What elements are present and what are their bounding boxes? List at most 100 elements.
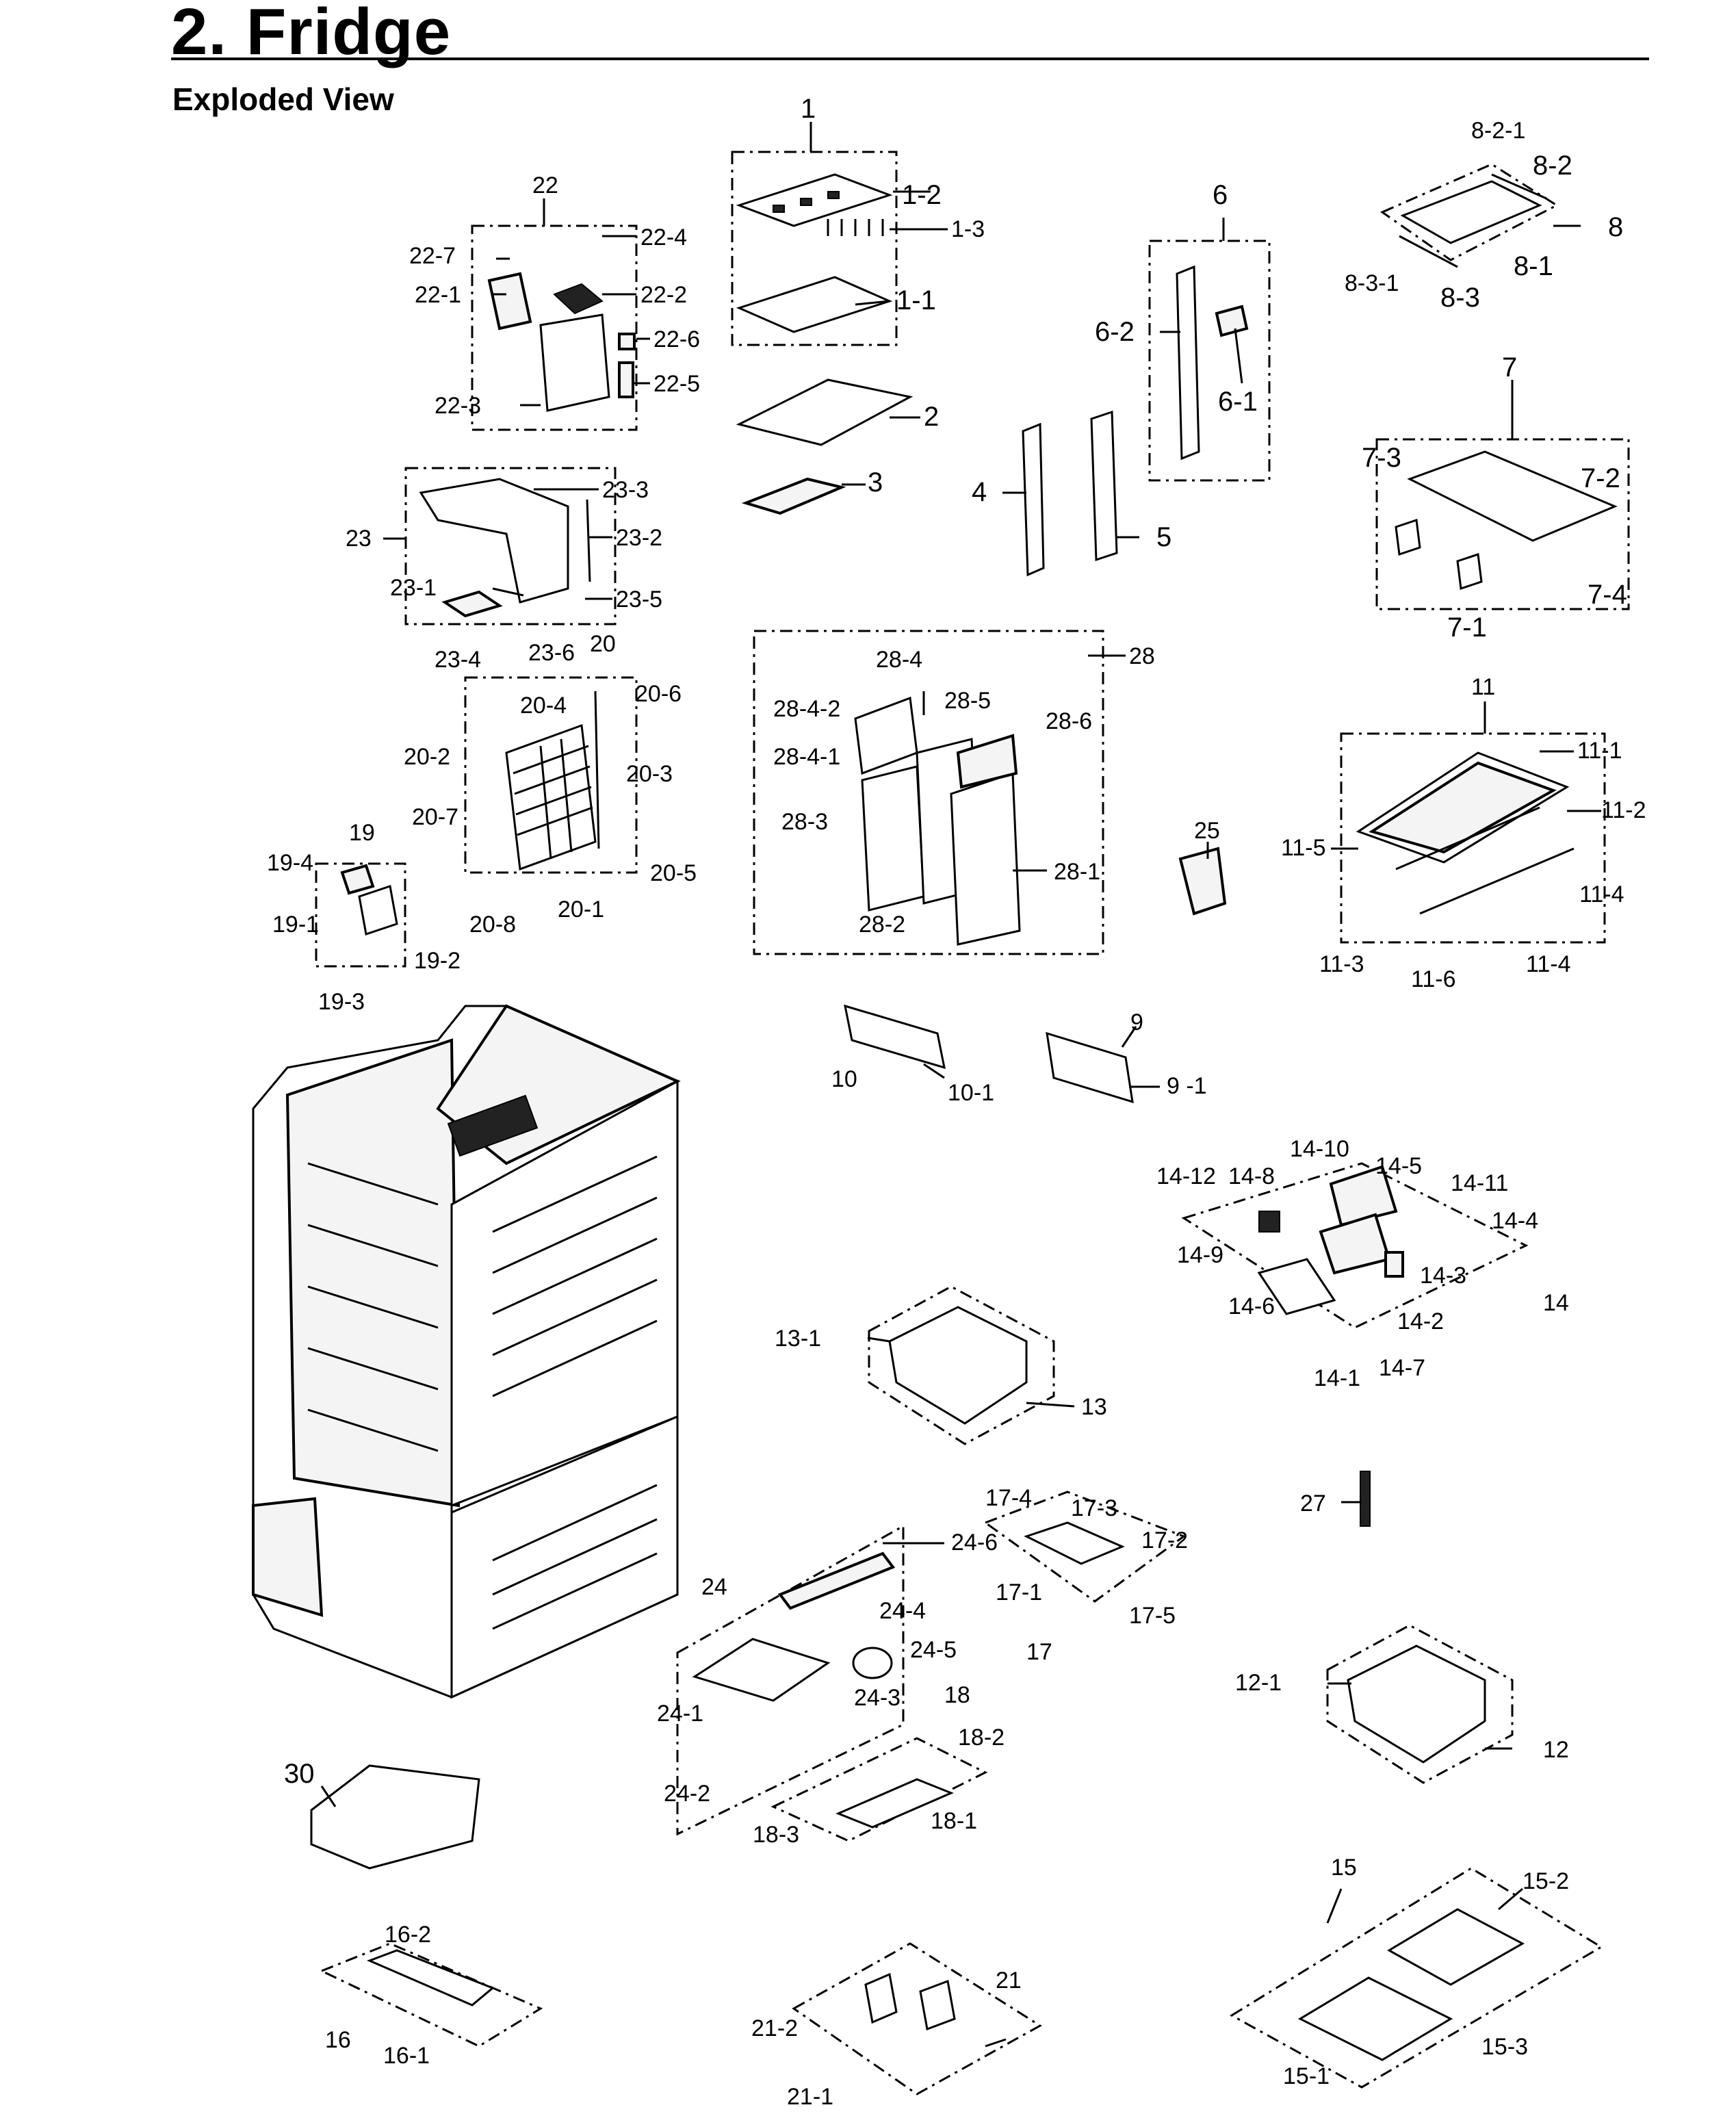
label-21: 21 [996, 1967, 1022, 1994]
label-14-8: 14-8 [1228, 1163, 1275, 1189]
label-17-1: 17-1 [996, 1579, 1042, 1605]
label-10-1: 10-1 [948, 1080, 994, 1106]
label-18: 18 [944, 1682, 970, 1708]
label-11-4a: 11-4 [1579, 881, 1624, 907]
label-8-1: 8-1 [1514, 251, 1553, 281]
label-15-1: 15-1 [1283, 2063, 1330, 2089]
label-14-2: 14-2 [1397, 1308, 1444, 1334]
label-14-11: 14-11 [1451, 1170, 1508, 1196]
label-25: 25 [1194, 818, 1220, 844]
part-group-6 [1148, 240, 1271, 482]
label-9: 9 [1130, 1009, 1143, 1035]
part-group-13 [868, 1285, 1055, 1445]
label-11: 11 [1471, 674, 1495, 700]
leader-lines [320, 122, 1601, 2048]
label-14-6: 14-6 [1228, 1293, 1275, 1319]
label-12-1: 12-1 [1235, 1670, 1282, 1696]
part-group-19 [315, 862, 406, 968]
fridge-cabinet [252, 1004, 681, 1699]
label-23-4: 23-4 [435, 647, 481, 673]
part-group-24 [676, 1524, 905, 1836]
label-24-3: 24-3 [854, 1685, 901, 1711]
part-5-rail [1090, 410, 1118, 562]
label-18-1: 18-1 [931, 1808, 977, 1834]
label-24-5: 24-5 [910, 1637, 957, 1663]
part-group-7 [1375, 438, 1630, 610]
label-28-4: 28-4 [876, 647, 922, 673]
label-22-2: 22-2 [640, 282, 687, 308]
label-8-2-1: 8-2-1 [1471, 118, 1525, 144]
label-23-6: 23-6 [528, 640, 575, 666]
label-28-6: 28-6 [1046, 708, 1092, 734]
label-20-7: 20-7 [412, 804, 458, 830]
label-28-5: 28-5 [944, 688, 991, 714]
part-4-rail [1022, 422, 1045, 577]
label-8: 8 [1608, 212, 1623, 242]
part-30 [310, 1764, 480, 1870]
label-19-1: 19-1 [272, 912, 319, 938]
label-24-6: 24-6 [951, 1530, 998, 1556]
label-14-7: 14-7 [1379, 1355, 1425, 1381]
label-19-3: 19-3 [318, 989, 365, 1015]
label-22-5: 22-5 [653, 371, 700, 397]
part-group-18 [770, 1737, 988, 1842]
page-subtitle: Exploded View [172, 81, 394, 117]
label-17-3: 17-3 [1071, 1495, 1117, 1521]
label-7-1: 7-1 [1447, 612, 1487, 643]
label-6-1: 6-1 [1218, 387, 1258, 417]
label-28-4-1: 28-4-1 [773, 744, 840, 770]
label-23-5: 23-5 [616, 586, 662, 612]
label-4: 4 [972, 477, 987, 507]
part-group-12 [1326, 1624, 1514, 1784]
label-8-3: 8-3 [1440, 283, 1480, 313]
label-1: 1 [801, 94, 816, 124]
label-20-2: 20-2 [404, 744, 450, 770]
part-group-16 [319, 1942, 543, 2048]
part-9-cover [1046, 1031, 1134, 1104]
label-8-2: 8-2 [1533, 151, 1572, 181]
label-28-1: 28-1 [1054, 859, 1100, 885]
label-7: 7 [1502, 352, 1517, 383]
label-16: 16 [325, 2027, 351, 2053]
label-13: 13 [1081, 1394, 1107, 1420]
label-22-1: 22-1 [415, 282, 461, 308]
label-14: 14 [1543, 1290, 1569, 1316]
part-group-28 [753, 630, 1104, 955]
label-14-5: 14-5 [1375, 1153, 1422, 1179]
label-1-3: 1-3 [951, 216, 985, 242]
label-5: 5 [1156, 522, 1171, 552]
label-14-3: 14-3 [1420, 1263, 1466, 1289]
part-group-1 [731, 151, 898, 346]
label-9-1: 9 -1 [1167, 1073, 1207, 1099]
label-24-1: 24-1 [657, 1701, 703, 1727]
label-20: 20 [590, 631, 616, 657]
part-10-cover [844, 1004, 946, 1070]
part-group-14 [1181, 1162, 1529, 1329]
label-14-4: 14-4 [1492, 1208, 1538, 1234]
label-19-2: 19-2 [414, 948, 461, 974]
label-28-4-2: 28-4-2 [773, 696, 840, 722]
label-13-1: 13-1 [775, 1326, 821, 1352]
part-group-21 [792, 1942, 1042, 2095]
label-14-10: 14-10 [1290, 1136, 1349, 1162]
label-12: 12 [1543, 1737, 1569, 1763]
label-20-3: 20-3 [626, 761, 673, 787]
label-22-6: 22-6 [653, 326, 700, 352]
label-18-2: 18-2 [958, 1725, 1005, 1751]
label-22-4: 22-4 [640, 224, 687, 250]
label-15-2: 15-2 [1523, 1868, 1569, 1894]
label-17: 17 [1026, 1639, 1052, 1665]
label-11-5: 11-5 [1281, 835, 1326, 861]
part-3-bracket [741, 477, 846, 515]
part-group-20 [464, 676, 638, 874]
title-rule [171, 57, 1649, 60]
label-15-3: 15-3 [1481, 2034, 1528, 2060]
part-group-15 [1230, 1867, 1603, 2089]
label-7-2: 7-2 [1581, 463, 1620, 493]
label-11-4b: 11-4 [1526, 951, 1571, 977]
label-17-5: 17-5 [1129, 1603, 1176, 1629]
label-16-2: 16-2 [385, 1922, 431, 1948]
label-7-4: 7-4 [1588, 580, 1627, 610]
part-25 [1178, 847, 1227, 916]
part-group-17 [983, 1491, 1187, 1603]
